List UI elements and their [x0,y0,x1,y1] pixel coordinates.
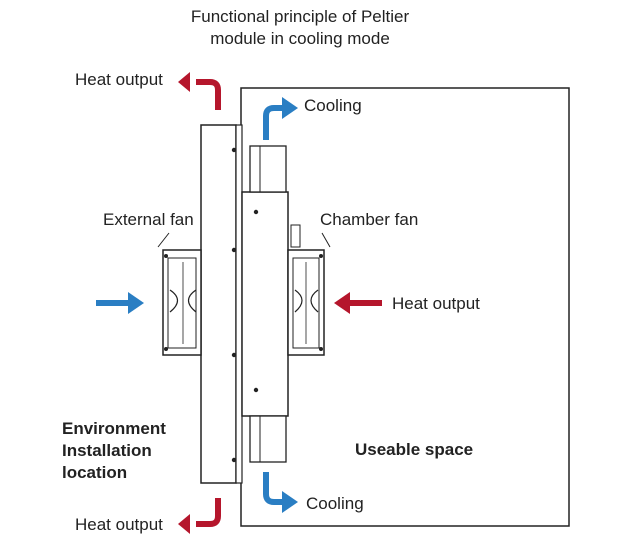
internal-heat-sink [241,191,289,417]
diagram-title: Functional principle of Peltier module i… [150,6,450,50]
external-fan-leader [157,232,170,248]
chamber-fan [287,224,325,356]
environment-line-3: location [62,463,128,482]
cooling-top-label: Cooling [304,96,362,115]
external-fan [162,249,202,356]
heat-output-bottom-arrow [196,498,221,527]
heat-output-right-label: Heat output [392,294,480,313]
chamber-fan-leader [321,232,331,248]
cooling-top-arrow [263,105,284,140]
chamber-fan-label: Chamber fan [320,210,419,229]
environment-line-2: Installation [62,441,152,460]
title-line-1: Functional principle of Peltier [190,7,410,26]
cooling-bottom-arrow [263,472,284,505]
environment-line-1: Environment [62,419,166,438]
title-line-2: module in cooling mode [210,29,390,48]
environment-label: Environment Installation location [62,418,166,484]
mounting-plate [235,124,243,484]
external-heat-sink [200,124,237,484]
cooling-bottom-label: Cooling [306,494,364,513]
useable-space-label: Useable space [355,440,474,459]
heat-output-top-label: Heat output [75,70,163,89]
upper-duct [249,145,287,193]
external-fan-label: External fan [103,210,194,229]
heat-output-top-arrow [196,79,221,110]
lower-duct [249,415,287,463]
heat-output-bottom-label: Heat output [75,515,163,534]
